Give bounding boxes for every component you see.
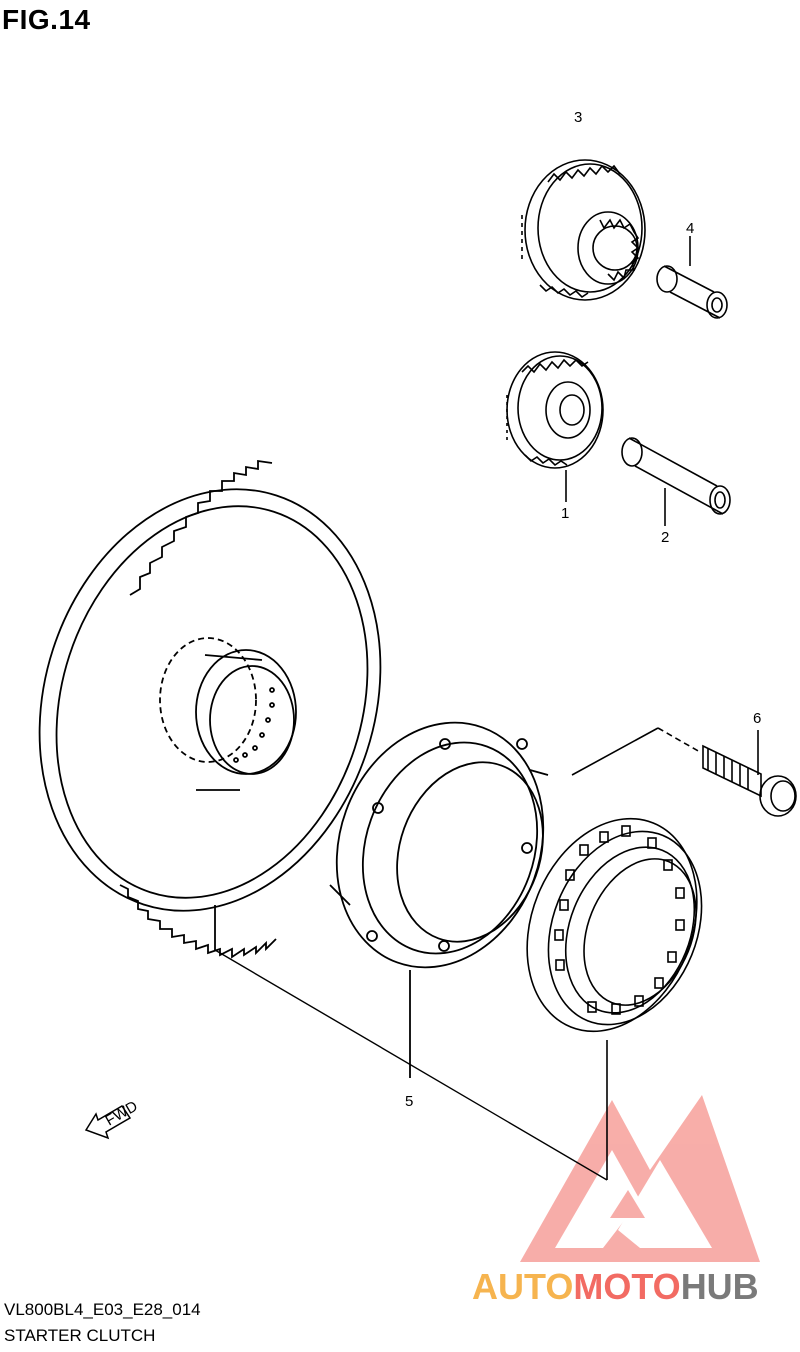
fwd-arrow-icon: FWD bbox=[84, 1098, 141, 1140]
watermark-moto: MOTO bbox=[573, 1266, 681, 1307]
one-way-clutch bbox=[526, 817, 703, 1180]
part-4-shaft bbox=[656, 236, 728, 319]
watermark-auto: AUTO bbox=[472, 1266, 574, 1307]
callout-1: 1 bbox=[561, 505, 569, 522]
watermark-hub: HUB bbox=[680, 1266, 759, 1307]
part-3-idle-gear bbox=[521, 159, 646, 301]
section-name: STARTER CLUTCH bbox=[4, 1326, 156, 1345]
callout-5: 5 bbox=[405, 1093, 413, 1110]
part-1-gear bbox=[506, 351, 604, 502]
part-6-bolt bbox=[571, 727, 797, 817]
watermark-logo bbox=[520, 1095, 760, 1262]
starter-driven-gear bbox=[38, 459, 382, 959]
fwd-label: FWD bbox=[103, 1098, 141, 1130]
callout-6: 6 bbox=[753, 710, 761, 727]
callout-4: 4 bbox=[686, 220, 694, 237]
leader-lines bbox=[214, 949, 608, 1181]
part-2-shaft bbox=[621, 437, 731, 526]
callout-2: 2 bbox=[661, 529, 669, 546]
model-code: VL800BL4_E03_E28_014 bbox=[4, 1300, 201, 1319]
watermark-text: AUTOMOTOHUB bbox=[472, 1266, 759, 1308]
part-5-clutch-housing bbox=[329, 721, 549, 1078]
callout-3: 3 bbox=[574, 109, 582, 126]
figure-label: FIG.14 bbox=[2, 4, 91, 35]
